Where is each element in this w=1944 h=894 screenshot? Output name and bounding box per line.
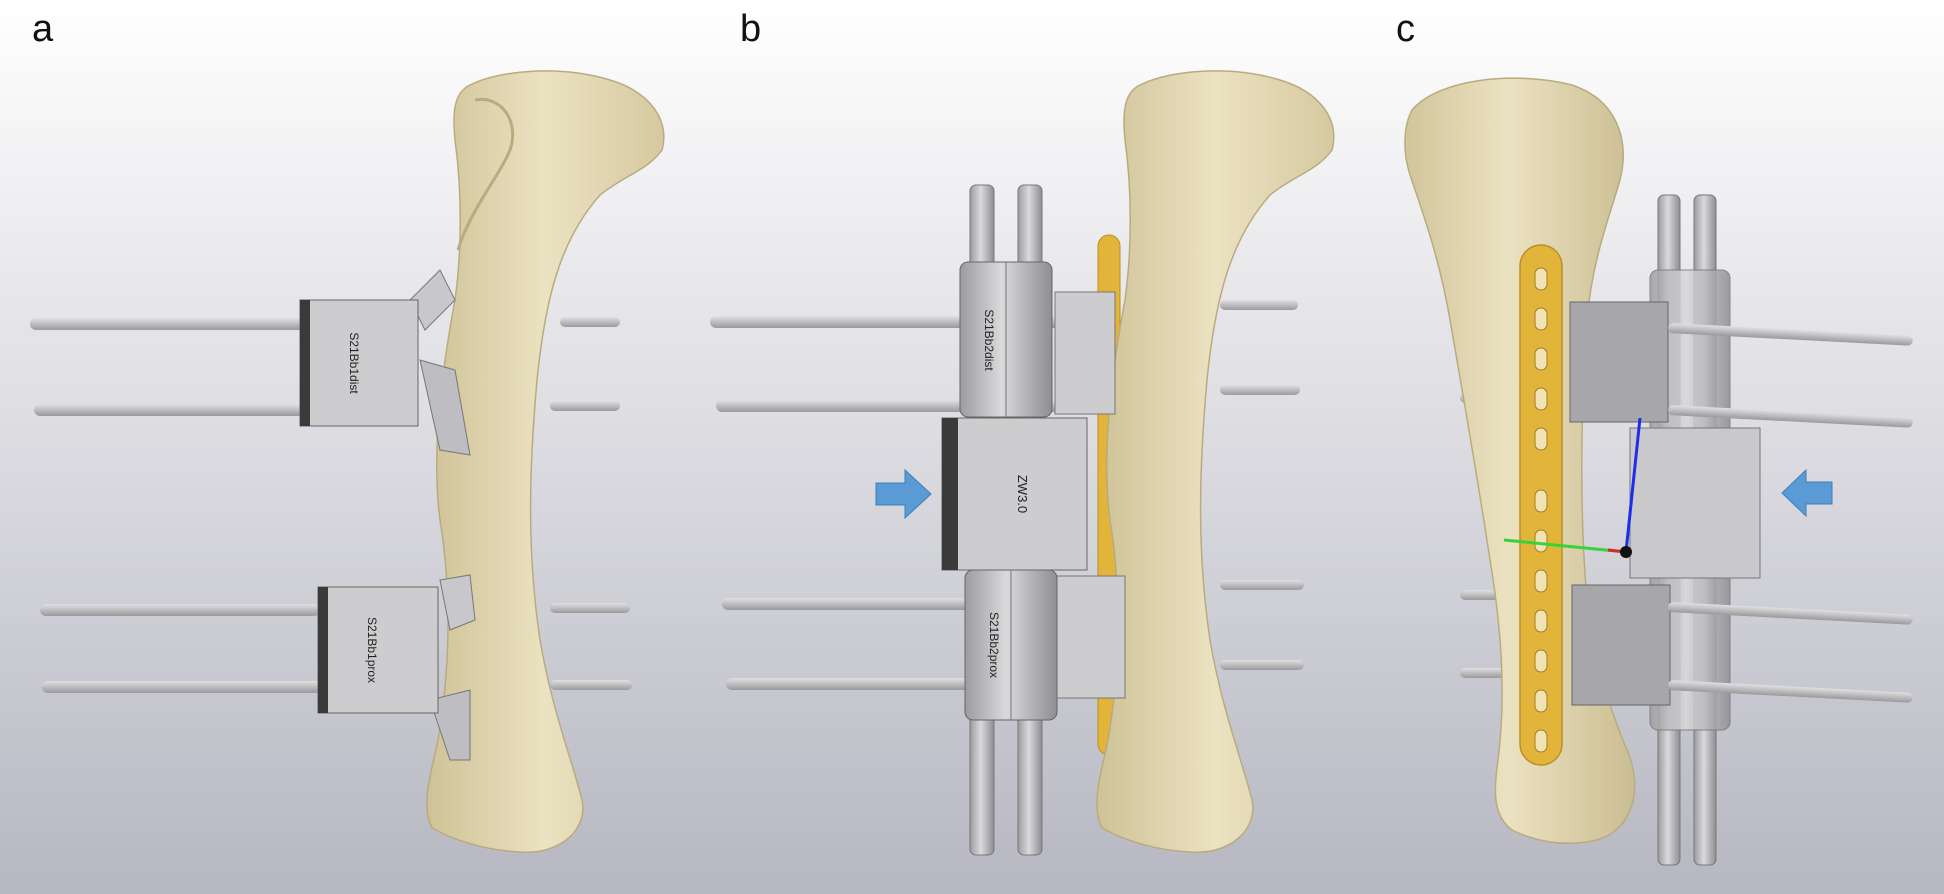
block-bottom — [1571, 584, 1671, 706]
block-top-label: S21Bb2dist — [982, 309, 996, 371]
panel-b-render: S21Bb2dist S21Bb2prox ZW3.0 — [700, 0, 1382, 894]
right-arrow-icon — [875, 468, 932, 520]
block-middle-label: ZW3.0 — [1015, 475, 1030, 513]
plate — [1519, 244, 1563, 766]
block-bottom-label: S21Bb1prox — [365, 617, 379, 683]
block-top: S21Bb1dist — [299, 299, 419, 427]
block-top-label: S21Bb1dist — [347, 332, 361, 394]
block-bottom: S21Bb2prox — [964, 569, 1058, 721]
pins-right — [550, 317, 632, 690]
panel-a: S21Bb1dist S21Bb1prox a — [0, 0, 700, 894]
panel-label-a: a — [32, 8, 54, 50]
coordinate-axes — [1503, 417, 1642, 558]
pins-right — [1667, 323, 1913, 703]
left-arrow-icon — [1781, 468, 1833, 518]
bone — [426, 70, 665, 853]
panel-c: c — [1382, 0, 1944, 894]
clamp-wedges — [409, 269, 476, 761]
side-block-bottom — [1054, 575, 1126, 699]
block-middle: ZW3.0 — [941, 417, 1088, 571]
block-middle — [1629, 427, 1761, 579]
pins-left — [30, 318, 322, 693]
block-top: S21Bb2dist — [959, 261, 1053, 418]
panel-b: S21Bb2dist S21Bb2prox ZW3.0 b — [700, 0, 1382, 894]
block-top — [1569, 301, 1669, 423]
panel-label-b: b — [740, 8, 762, 50]
side-block-top — [1054, 291, 1116, 415]
panel-c-render — [1382, 0, 1944, 894]
block-bottom: S21Bb1prox — [317, 586, 439, 714]
panel-label-c: c — [1396, 8, 1415, 50]
pins-right — [1220, 300, 1304, 670]
panel-a-render: S21Bb1dist S21Bb1prox — [0, 0, 700, 894]
block-bottom-label: S21Bb2prox — [987, 612, 1001, 678]
